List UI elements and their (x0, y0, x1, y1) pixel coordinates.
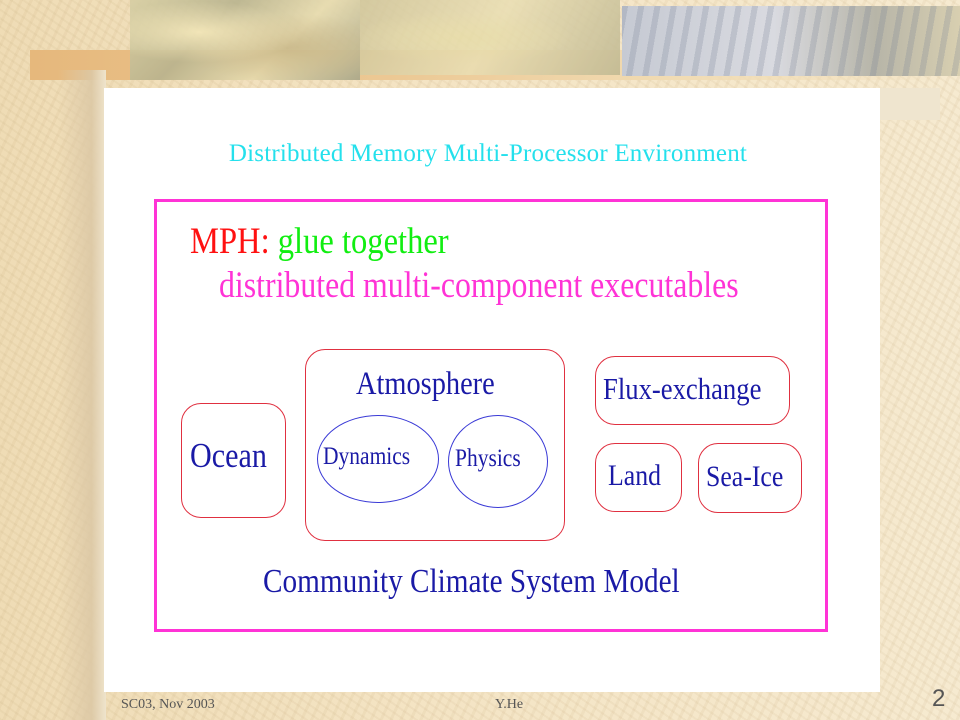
corner-decoration (880, 88, 940, 120)
dynamics-label: Dynamics (323, 443, 411, 470)
mph-heading-key: MPH: (190, 221, 270, 262)
slide-content-area (104, 88, 880, 692)
physics-ellipse (448, 415, 548, 508)
mph-heading-rest: glue together (269, 221, 449, 262)
atmosphere-label: Atmosphere (356, 366, 495, 402)
mph-heading: MPH: glue together (190, 222, 449, 262)
flux-exchange-box (595, 356, 790, 425)
mph-subheading: distributed multi-component executables (219, 265, 739, 306)
banner-leaf-photo (130, 0, 360, 80)
land-label: Land (608, 459, 662, 492)
ocean-box (181, 403, 286, 518)
sea-ice-box (698, 443, 802, 513)
slide-title: Distributed Memory Multi-Processor Envir… (228, 140, 748, 167)
sea-ice-label: Sea-Ice (706, 460, 784, 493)
footer-left: SC03, Nov 2003 (121, 697, 215, 712)
page-number: 2 (932, 685, 946, 712)
ocean-label: Ocean (190, 436, 267, 475)
land-box (595, 443, 682, 512)
paper-shadow (58, 70, 106, 720)
footer-center: Y.He (495, 697, 524, 712)
banner-blue-texture (622, 6, 960, 76)
dynamics-ellipse (317, 415, 439, 503)
flux-exchange-label: Flux-exchange (603, 371, 762, 406)
model-name-label: Community Climate System Model (263, 563, 680, 600)
top-banner-decoration (30, 0, 960, 88)
atmosphere-box (305, 349, 565, 541)
diagram-frame (154, 199, 828, 632)
banner-leaf-photo-2 (360, 0, 620, 75)
physics-label: Physics (455, 445, 521, 472)
